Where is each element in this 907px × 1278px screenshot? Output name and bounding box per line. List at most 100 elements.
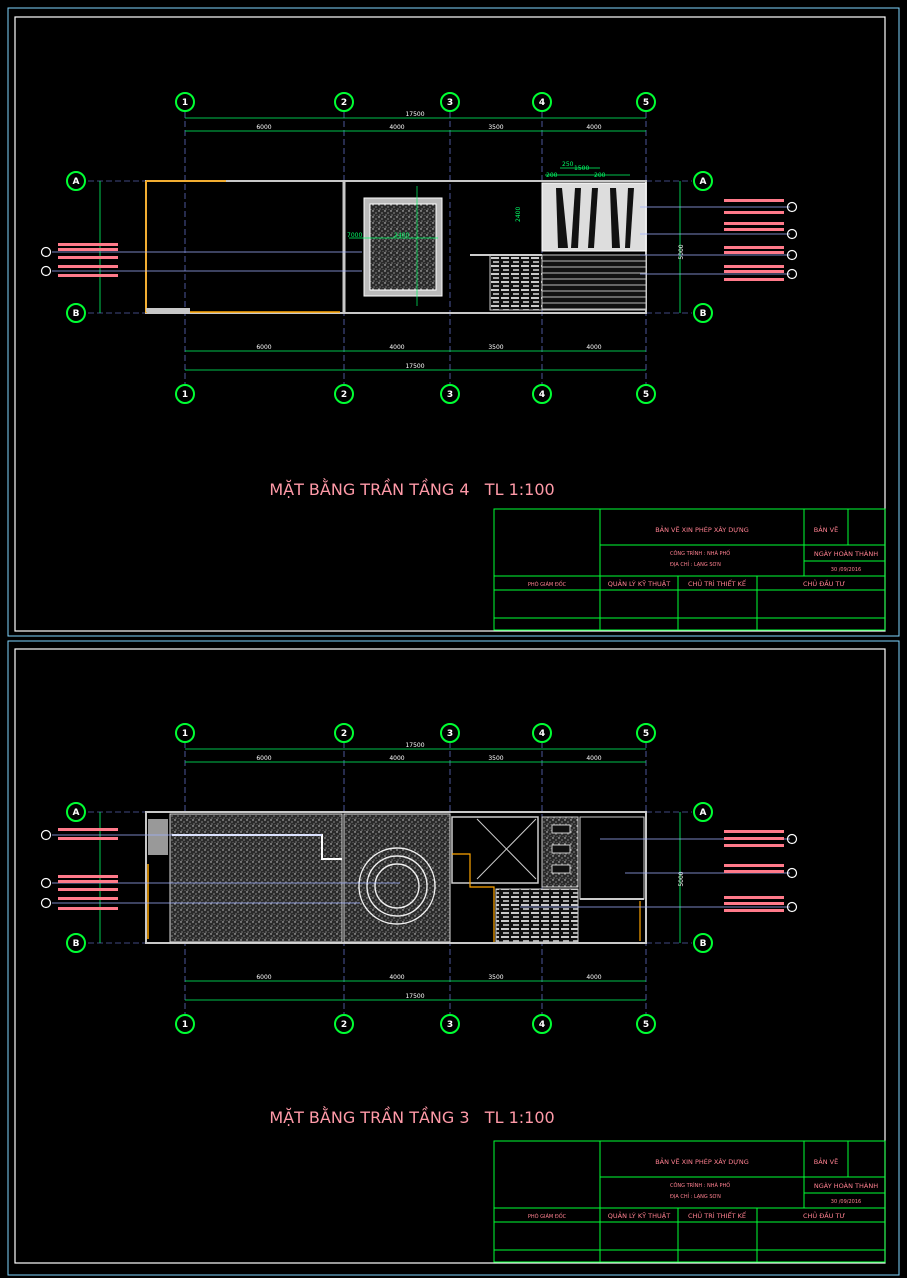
dim-inner-1500: 1500 bbox=[574, 165, 589, 172]
grid-label-5-bottom: 5 bbox=[643, 1020, 649, 1030]
grid-label-a-right: A bbox=[700, 808, 707, 818]
dim-inner-2400: 2400 bbox=[394, 232, 409, 239]
dim-top-4: 4000 bbox=[586, 755, 601, 762]
grid-label-a-right: A bbox=[700, 177, 707, 187]
grid-label-b-left: B bbox=[73, 939, 80, 949]
tb-date: 30 /09/2016 bbox=[831, 567, 861, 573]
ceiling-plan-drawing: 17500 6000 4000 3500 4000 6000 4000 3500… bbox=[7, 640, 900, 1276]
grid-label-1-top: 1 bbox=[182, 98, 188, 108]
tb-date: 30 /09/2016 bbox=[831, 1199, 861, 1205]
drawing-title: MẶT BẰNG TRẦN TẦNG 4 TL 1:100 bbox=[269, 478, 554, 499]
dim-side: 5000 bbox=[678, 244, 685, 259]
grid-label-5-bottom: 5 bbox=[643, 390, 649, 400]
dim-bottom-4: 4000 bbox=[586, 344, 601, 351]
dim-inner-200b: 200 bbox=[594, 172, 606, 179]
building-outline bbox=[145, 811, 647, 944]
dim-bottom-3: 3500 bbox=[488, 974, 503, 981]
outer-frame bbox=[7, 7, 900, 637]
tb-date-label: NGÀY HOÀN THÀNH bbox=[814, 549, 878, 558]
grid-label-b-right: B bbox=[700, 939, 707, 949]
sheet-floor-3: 17500 6000 4000 3500 4000 6000 4000 3500… bbox=[0, 639, 907, 1278]
tb-address: ĐỊA CHỈ : LẠNG SƠN bbox=[670, 560, 721, 568]
grid-label-a-left: A bbox=[73, 808, 80, 818]
grid-label-3-bottom: 3 bbox=[447, 390, 453, 400]
grid-label-b-left: B bbox=[73, 309, 80, 319]
dim-top-2: 4000 bbox=[389, 755, 404, 762]
material-tags-right bbox=[724, 199, 784, 281]
grid-label-4-bottom: 4 bbox=[539, 1020, 545, 1030]
tb-drawing-type: BẢN VẼ XIN PHÉP XÂY DỰNG bbox=[655, 1157, 749, 1166]
stair-area bbox=[495, 888, 579, 943]
ceiling-plan-drawing: 17500 6000 4000 3500 4000 6000 4000 3500… bbox=[7, 7, 900, 637]
grid-label-2-top: 2 bbox=[341, 729, 347, 739]
grid-label-3-top: 3 bbox=[447, 729, 453, 739]
dim-top-3: 3500 bbox=[488, 124, 503, 131]
tb-role-4: CHỦ ĐẦU TƯ bbox=[803, 1210, 846, 1220]
grid-label-1-bottom: 1 bbox=[182, 390, 188, 400]
outer-frame bbox=[7, 640, 900, 1276]
stair-area bbox=[489, 254, 543, 311]
title-block bbox=[493, 508, 886, 631]
stair-void bbox=[451, 816, 539, 884]
dim-side: 5000 bbox=[678, 871, 685, 886]
tb-drawing-type: BẢN VẼ XIN PHÉP XÂY DỰNG bbox=[655, 525, 749, 534]
tb-role-3: CHỦ TRÌ THIẾT KẾ bbox=[688, 578, 747, 588]
tb-role-1: PHÓ GIÁM ĐỐC bbox=[528, 1212, 567, 1220]
tb-address: ĐỊA CHỈ : LẠNG SƠN bbox=[670, 1192, 721, 1200]
dim-inner-250: 250 bbox=[562, 161, 574, 168]
grid-bubbles bbox=[66, 723, 713, 1034]
dim-bottom-1: 6000 bbox=[256, 344, 271, 351]
ceiling-zone-1 bbox=[169, 813, 343, 943]
grid-label-4-top: 4 bbox=[539, 729, 545, 739]
dim-bottom-2: 4000 bbox=[389, 344, 404, 351]
grid-label-2-bottom: 2 bbox=[341, 1020, 347, 1030]
tb-sheet-label: BẢN VẼ bbox=[814, 1157, 838, 1166]
dim-top-4: 4000 bbox=[586, 124, 601, 131]
material-tags-left bbox=[58, 828, 118, 910]
dim-bottom-4: 4000 bbox=[586, 974, 601, 981]
inner-frame bbox=[14, 648, 886, 1264]
grid-label-3-bottom: 3 bbox=[447, 1020, 453, 1030]
grid-bubbles bbox=[66, 92, 713, 404]
round-ceiling-feature bbox=[358, 847, 436, 925]
title-block bbox=[493, 1140, 886, 1263]
dim-bottom-3: 3500 bbox=[488, 344, 503, 351]
grid-label-4-top: 4 bbox=[539, 98, 545, 108]
dim-inner-7000: 7000 bbox=[347, 232, 362, 239]
grid-label-3-top: 3 bbox=[447, 98, 453, 108]
ceiling-zone-2 bbox=[343, 813, 451, 943]
dim-total-top: 17500 bbox=[405, 111, 424, 118]
tb-role-2: QUẢN LÝ KỸ THUẬT bbox=[608, 1211, 670, 1220]
dim-bottom-1: 6000 bbox=[256, 974, 271, 981]
tb-sheet-label: BẢN VẼ bbox=[814, 525, 838, 534]
hatched-ceiling bbox=[541, 254, 647, 311]
grid-label-4-bottom: 4 bbox=[539, 390, 545, 400]
dim-top-1: 6000 bbox=[256, 124, 271, 131]
tb-date-label: NGÀY HOÀN THÀNH bbox=[814, 1181, 878, 1190]
dim-bottom-2: 4000 bbox=[389, 974, 404, 981]
tb-role-4: CHỦ ĐẦU TƯ bbox=[803, 578, 846, 588]
inner-frame bbox=[14, 16, 886, 632]
dim-top-3: 3500 bbox=[488, 755, 503, 762]
grid-label-5-top: 5 bbox=[643, 729, 649, 739]
tb-role-3: CHỦ TRÌ THIẾT KẾ bbox=[688, 1210, 747, 1220]
dim-top-1: 6000 bbox=[256, 755, 271, 762]
tb-role-2: QUẢN LÝ KỸ THUẬT bbox=[608, 579, 670, 588]
material-tags-left bbox=[58, 243, 118, 277]
dim-inner-200a: 200 bbox=[546, 172, 558, 179]
grid-label-1-top: 1 bbox=[182, 729, 188, 739]
grid-label-b-right: B bbox=[700, 309, 707, 319]
dim-total-bottom: 17500 bbox=[405, 363, 424, 370]
dim-inner-2400b: 2400 bbox=[515, 207, 522, 222]
dim-total-bottom: 17500 bbox=[405, 993, 424, 1000]
grid-label-5-top: 5 bbox=[643, 98, 649, 108]
grid-label-2-bottom: 2 bbox=[341, 390, 347, 400]
dim-total-top: 17500 bbox=[405, 742, 424, 749]
sheet-floor-4: 17500 6000 4000 3500 4000 6000 4000 3500… bbox=[7, 7, 900, 637]
tb-project: CÔNG TRÌNH : NHÀ PHỐ bbox=[670, 549, 730, 557]
grid-label-a-left: A bbox=[73, 177, 80, 187]
grid-label-1-bottom: 1 bbox=[182, 1020, 188, 1030]
tb-role-1: PHÓ GIÁM ĐỐC bbox=[528, 580, 567, 588]
drawing-title: MẶT BẰNG TRẦN TẦNG 3 TL 1:100 bbox=[269, 1106, 554, 1127]
material-tags-right bbox=[724, 830, 784, 912]
